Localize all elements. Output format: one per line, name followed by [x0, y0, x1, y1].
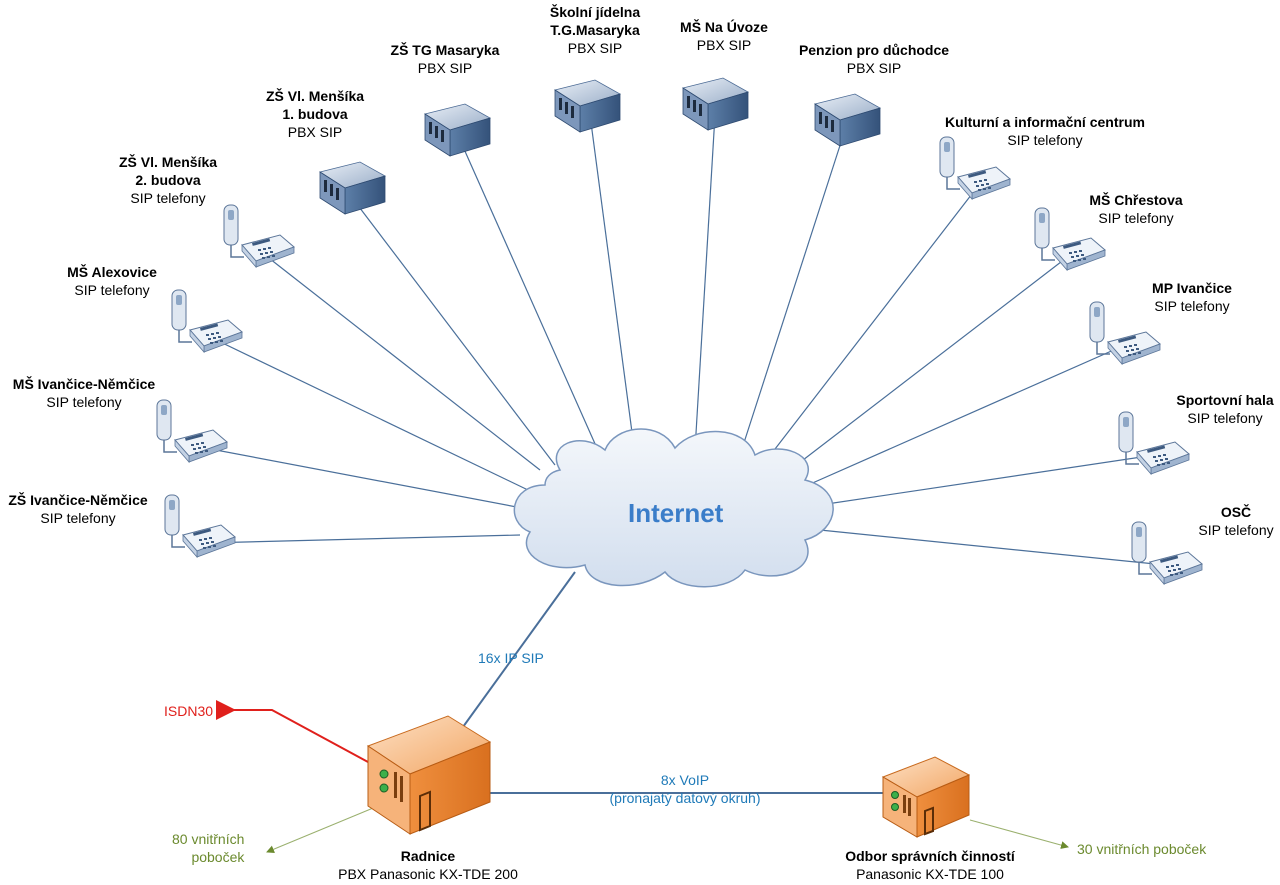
radnice-name: Radnice	[400, 848, 456, 864]
site-label-zs-tg-masaryka: ZŠ TG Masaryka PBX SIP	[391, 41, 500, 77]
voip-line1: 8x VoIP	[660, 772, 710, 788]
link-kic	[764, 189, 976, 463]
link-radnice-internet	[454, 571, 576, 739]
phone-icon	[1089, 301, 1161, 365]
connection-lines	[199, 114, 1166, 566]
pbx-sip-server-icons	[319, 77, 882, 215]
site-type: SIP telefony	[1198, 522, 1274, 538]
site-name: Penzion pro důchodce	[798, 42, 950, 58]
server-icon	[554, 79, 622, 133]
phone-icon	[164, 494, 236, 558]
link-ms-alexovice	[209, 336, 529, 491]
site-type: SIP telefony	[1154, 298, 1230, 314]
radnice-extensions-label: 80 vnitřních poboček	[172, 831, 245, 865]
odbor-type: Panasonic KX-TDE 100	[856, 866, 1004, 882]
radnice-pbx-icon	[366, 715, 492, 835]
site-label-kic: Kulturní a informační centrum SIP telefo…	[945, 113, 1145, 149]
link-mp-ivancice	[807, 344, 1126, 486]
site-name: MŠ Chřestova	[1089, 192, 1183, 208]
radnice-type: PBX Panasonic KX-TDE 200	[338, 866, 518, 882]
link-osc	[819, 529, 1166, 566]
phone-icon	[223, 204, 295, 268]
link-zs-mensika-2	[264, 254, 541, 471]
site-name: OSČ	[1220, 504, 1252, 520]
site-type: SIP telefony	[130, 190, 206, 206]
site-type: SIP telefony	[1187, 410, 1263, 426]
phone-icon	[171, 289, 243, 353]
site-type: PBX SIP	[287, 124, 343, 140]
site-type: PBX SIP	[846, 60, 902, 76]
isdn-arrow	[216, 700, 369, 763]
site-type: PBX SIP	[417, 60, 473, 76]
link-ms-ivancice-nemcice	[199, 446, 523, 509]
odbor-extensions-label: 30 vnitřních poboček	[1077, 841, 1207, 857]
link-penzion	[739, 129, 846, 456]
link-ms-chrestova	[789, 254, 1071, 471]
phone-icon	[156, 399, 228, 463]
site-name: MŠ Na Úvoze	[680, 19, 768, 35]
link-zs-mensika-1	[349, 194, 556, 466]
odbor-ext-arrow	[969, 819, 1069, 849]
site-label-penzion: Penzion pro důchodce PBX SIP	[799, 41, 949, 77]
site-label-mp-ivancice: MP Ivančice SIP telefony	[1152, 279, 1232, 315]
site-name: ZŠ Vl. Menšíka 2. budova	[118, 154, 218, 188]
voip-label: 8x VoIP (pronajatý datový okruh)	[610, 771, 761, 807]
site-name: ZŠ TG Masaryka	[390, 42, 500, 58]
odbor-label: Odbor správních činností Panasonic KX-TD…	[845, 847, 1015, 883]
link-ms-na-uvoze	[694, 114, 716, 451]
site-label-ms-alexovice: MŠ Alexovice SIP telefony	[67, 263, 157, 299]
site-name: MŠ Ivančice-Němčice	[12, 376, 156, 392]
site-label-osc: OSČ SIP telefony	[1198, 503, 1273, 539]
odbor-name: Odbor správních činností	[845, 848, 1015, 864]
site-name: Sportovní hala	[1176, 392, 1274, 408]
site-type: PBX SIP	[567, 40, 623, 56]
site-type: SIP telefony	[40, 510, 116, 526]
voip-line2: (pronajatý datový okruh)	[609, 790, 761, 806]
site-type: PBX SIP	[696, 37, 752, 53]
isdn-label: ISDN30	[164, 703, 214, 719]
phone-icon	[1131, 521, 1203, 585]
site-name: Školní jídelna T.G.Masaryka	[549, 4, 641, 38]
server-icon	[424, 103, 492, 157]
site-name: MŠ Alexovice	[67, 264, 157, 280]
radnice-ext-arrow	[266, 805, 379, 854]
site-type: SIP telefony	[1098, 210, 1174, 226]
server-icon	[814, 93, 882, 147]
site-name: ZŠ Vl. Menšíka 1. budova	[265, 88, 365, 122]
internet-cloud	[513, 428, 834, 588]
link-zs-tg-masaryka	[459, 139, 601, 456]
site-label-ms-ivancice-nemcice: MŠ Ivančice-Němčice SIP telefony	[13, 375, 155, 411]
internet-label: Internet	[628, 498, 724, 528]
server-icon	[682, 77, 750, 131]
ip-sip-label: 16x IP SIP	[478, 650, 544, 666]
server-icon	[319, 161, 387, 215]
site-label-ms-chrestova: MŠ Chřestova SIP telefony	[1089, 191, 1182, 227]
link-sportovni-hala	[819, 454, 1156, 506]
site-label-sportovni-hala: Sportovní hala SIP telefony	[1176, 391, 1273, 427]
site-type: SIP telefony	[46, 394, 122, 410]
link-zs-ivancice-nemcice	[204, 534, 521, 544]
site-label-skolni-jidelna: Školní jídelna T.G.Masaryka PBX SIP	[550, 3, 640, 57]
site-label-zs-mensika-2: ZŠ Vl. Menšíka 2. budova SIP telefony	[119, 153, 217, 207]
site-type: SIP telefony	[1007, 132, 1083, 148]
site-label-ms-na-uvoze: MŠ Na Úvoze PBX SIP	[680, 18, 768, 54]
site-name: MP Ivančice	[1152, 280, 1232, 296]
site-name: Kulturní a informační centrum	[945, 114, 1145, 130]
site-name: ZŠ Ivančice-Němčice	[8, 492, 148, 508]
site-type: SIP telefony	[74, 282, 150, 298]
site-label-zs-mensika-1: ZŠ Vl. Menšíka 1. budova PBX SIP	[266, 87, 364, 141]
site-label-zs-ivancice-nemcice: ZŠ Ivančice-Němčice SIP telefony	[8, 491, 147, 527]
radnice-label: Radnice PBX Panasonic KX-TDE 200	[338, 847, 518, 883]
link-skolni-jidelna	[589, 114, 636, 456]
odbor-pbx-icon	[881, 756, 971, 838]
